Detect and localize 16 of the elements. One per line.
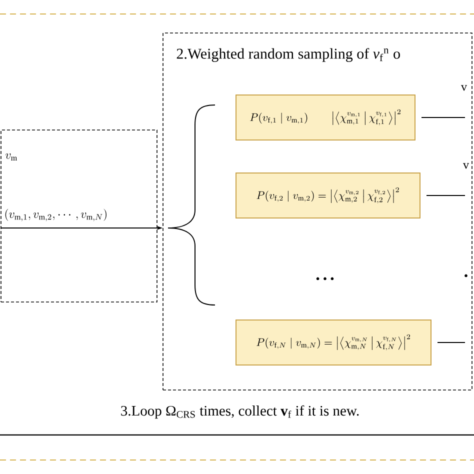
connector-line xyxy=(426,195,466,196)
heading: 2.Weighted random sampling of v$_{f}$$^{n}$ o xyxy=(176,48,400,62)
dashed-box xyxy=(0,130,158,302)
formula-text: $v_\mathrm{m}$ xyxy=(6,153,17,160)
note-text: 3.Loop Ω$_{CRS}$ times, collect v$_{f}$ if it is new. xyxy=(121,405,359,419)
formula-text: $(v_{\mathrm{m},1}, v_{\mathrm{m},2}, \cdots, v_{\mathrm{m},N})$ xyxy=(5,208,106,222)
connector-line xyxy=(421,117,466,118)
formula-box: $P(v_{\mathrm{f},N}\mid v_{\mathrm{m},N}) = \left|\left\langle \chi_{\mathrm{m},N}^{v_{\mathrm{m},N}} \,\middle|\, \chi_{\mathrm{f},N}^{v_{\mathrm{f},N}} \right\rangle\right|^2$ xyxy=(236,320,432,366)
formula-box: $P(v_{\mathrm{f},2}\mid v_{\mathrm{m},2}) = \left|\left\langle \chi_{\mathrm{m},2}^{v_{\mathrm{m},2}} \,\middle|\, \chi_{\mathrm{f},2}^{v_{\mathrm{f},2}} \right\rangle\right|^2$ xyxy=(236,172,420,218)
ellipsis: • xyxy=(464,274,468,278)
dashed-box xyxy=(162,32,472,390)
connector-line xyxy=(437,342,466,343)
formula-box: $P(v_{\mathrm{f},1}\mid v_{\mathrm{m},1})\qquad \left|\left\langle \chi_{\mathrm{m},1}^{v_{\mathrm{m},1}} \,\middle|\, \chi_{\mathrm{f},1}^{v_{\mathrm{f},1}} \right\rangle\right|^2$ xyxy=(236,94,416,140)
cut-text: v xyxy=(461,85,467,91)
cut-text: v xyxy=(463,163,469,169)
ellipsis: • • • xyxy=(316,277,334,280)
